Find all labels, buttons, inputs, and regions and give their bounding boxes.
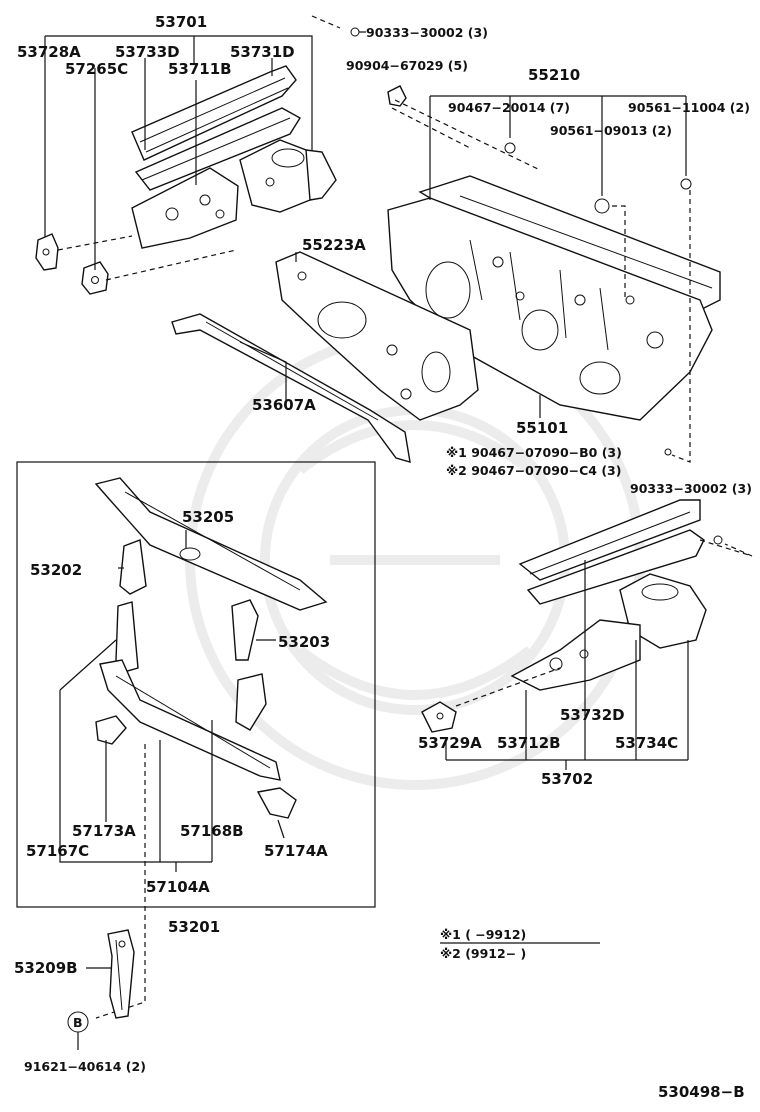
label-53202: 53202 [30, 561, 82, 579]
label-90467-b0: ※1 90467−07090−B0 (3) [446, 445, 622, 460]
callout-b: B [73, 1015, 83, 1030]
label-55101: 55101 [516, 419, 568, 437]
label-90904: 90904−67029 (5) [346, 58, 468, 73]
label-53729a: 53729A [418, 734, 482, 752]
apron-assembly-right [421, 499, 753, 770]
label-53733d: 53733D [115, 43, 180, 61]
label-53702: 53702 [541, 770, 593, 788]
label-53734c: 53734C [615, 734, 678, 752]
label-90561-11004: 90561−11004 (2) [628, 100, 750, 115]
label-90333-a: 90333−30002 (3) [366, 25, 488, 40]
label-57173a: 57173A [72, 822, 136, 840]
cowl-top-assembly [35, 15, 366, 295]
label-53201: 53201 [168, 918, 220, 936]
label-57104a: 57104A [146, 878, 210, 896]
label-91621: 91621−40614 (2) [24, 1059, 146, 1074]
label-55223a: 55223A [302, 236, 366, 254]
label-53728a: 53728A [17, 43, 81, 61]
radiator-support-box [16, 461, 376, 1019]
dash-panel-assembly [171, 85, 721, 463]
label-53203: 53203 [278, 633, 330, 651]
label-57167c: 57167C [26, 842, 89, 860]
label-53732d: 53732D [560, 706, 625, 724]
label-57174a: 57174A [264, 842, 328, 860]
label-53711b: 53711B [168, 60, 232, 78]
label-53701: 53701 [155, 13, 207, 31]
label-90467-c4: ※2 90467−07090−C4 (3) [446, 463, 621, 478]
label-53205: 53205 [182, 508, 234, 526]
label-57265c: 57265C [65, 60, 128, 78]
label-90561-09013: 90561−09013 (2) [550, 123, 672, 138]
label-53731d: 53731D [230, 43, 295, 61]
note-2: ※2 (9912− ) [440, 946, 526, 961]
footer-code: 530498−B [658, 1083, 745, 1101]
label-53209b: 53209B [14, 959, 78, 977]
label-57168b: 57168B [180, 822, 244, 840]
note-1: ※1 ( −9912) [440, 927, 526, 942]
label-90467-20014: 90467−20014 (7) [448, 100, 570, 115]
label-53712b: 53712B [497, 734, 561, 752]
label-53607a: 53607A [252, 396, 316, 414]
label-55210: 55210 [528, 66, 580, 84]
hood-lock-support [67, 929, 135, 1050]
labels: 53701 53728A 53733D 53731D 57265C 53711B… [14, 13, 752, 1101]
label-90333-b: 90333−30002 (3) [630, 481, 752, 496]
